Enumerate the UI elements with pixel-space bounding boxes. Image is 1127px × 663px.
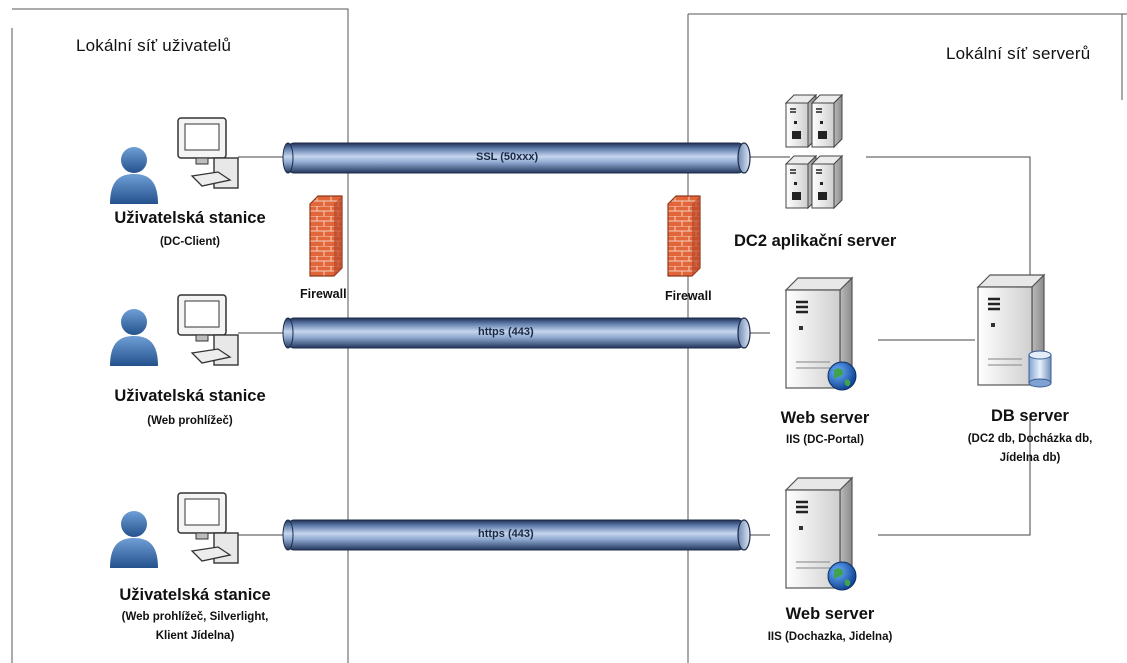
zone-servers-title: Lokální síť serverů [946, 44, 1091, 63]
workstation-2-label: Uživatelská stanice [114, 387, 266, 405]
connection-label-https-2: https (443) [478, 528, 534, 540]
zone-users-title: Lokální síť uživatelů [76, 36, 232, 55]
user-icon-1 [110, 147, 158, 204]
web-server-2-label: Web server [785, 605, 875, 623]
web-server-2-icon [784, 476, 857, 591]
connection-label-ssl: SSL (50xxx) [476, 151, 539, 163]
firewall-right-label: Firewall [665, 289, 712, 303]
user-icon-3 [110, 511, 158, 568]
web-server-2-sub: IIS (Dochazka, Jidelna) [767, 631, 893, 643]
app-server-label: DC2 aplikační server [734, 232, 897, 250]
pipe-https-2 [282, 519, 751, 551]
zone-servers-boundary [687, 13, 1127, 663]
computer-icon-3 [177, 492, 239, 564]
web-server-1-label: Web server [780, 409, 870, 427]
db-server-sub-line1: (DC2 db, Docházka db, [967, 433, 1093, 445]
connector-lines [238, 156, 1031, 536]
workstation-2-sub: (Web prohlížeč) [147, 415, 233, 427]
connection-label-https-1: https (443) [478, 326, 534, 338]
web-server-1-icon [784, 276, 857, 391]
computer-icon-2 [177, 294, 239, 366]
workstation-3-sub-line2: Klient Jídelna) [155, 630, 235, 642]
zone-users-boundary [11, 8, 349, 663]
firewall-left-icon [309, 195, 343, 277]
app-server-cluster-icon [785, 94, 843, 209]
workstation-3-label: Uživatelská stanice [119, 586, 271, 604]
workstation-1-label: Uživatelská stanice [114, 209, 266, 227]
workstation-1-sub: (DC-Client) [159, 236, 221, 248]
db-server-icon [976, 273, 1052, 388]
user-icon-2 [110, 309, 158, 366]
firewall-right-icon [667, 195, 701, 277]
web-server-1-sub: IIS (DC-Portal) [786, 434, 864, 446]
db-server-label: DB server [991, 407, 1069, 425]
pipe-ssl [282, 142, 751, 174]
computer-icon-1 [177, 117, 239, 189]
firewall-left-label: Firewall [300, 287, 347, 301]
pipe-https-1 [282, 317, 751, 349]
db-server-sub-line2: Jídelna db) [999, 452, 1061, 464]
workstation-3-sub-line1: (Web prohlížeč, Silverlight, [121, 611, 269, 623]
